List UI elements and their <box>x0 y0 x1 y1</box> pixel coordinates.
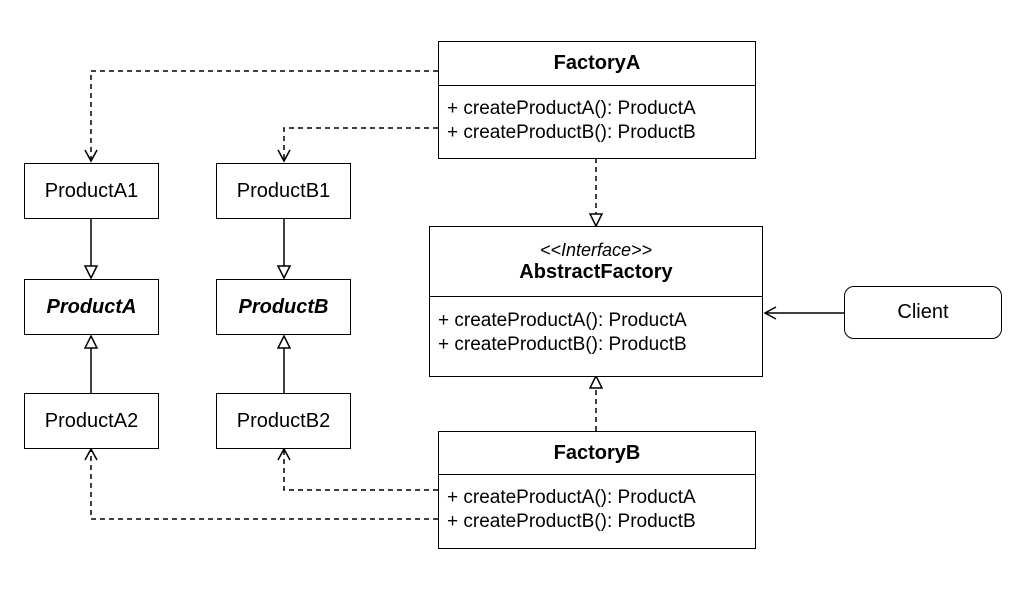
hollow-triangle-icon <box>588 374 604 389</box>
product-b2-label: ProductB2 <box>236 409 331 432</box>
dependency-factoryb-productb2 <box>283 450 438 491</box>
dependency-factorya-productb1 <box>283 127 438 160</box>
operation: + createProductA(): ProductA <box>438 310 687 331</box>
abstract-factory-header: <<Interface>> AbstractFactory <box>430 227 762 297</box>
client-label: Client <box>897 301 949 323</box>
open-arrowhead-icon <box>84 149 98 163</box>
client-node: Client <box>844 286 1002 339</box>
operation: + createProductA(): ProductA <box>447 487 696 508</box>
operation: + createProductA(): ProductA <box>447 98 696 119</box>
product-a2-class: ProductA2 <box>24 393 159 449</box>
product-b-abstract-class: ProductB <box>216 279 351 335</box>
dependency-factorya-producta1 <box>90 70 438 160</box>
abstract-factory-operations: + createProductA(): ProductA + createPro… <box>430 297 762 376</box>
product-a-abstract-class: ProductA <box>24 279 159 335</box>
open-arrowhead-icon <box>277 447 291 461</box>
product-a2-label: ProductA2 <box>44 409 139 432</box>
product-b1-class: ProductB1 <box>216 163 351 219</box>
product-b1-label: ProductB1 <box>236 179 331 202</box>
operation: + createProductB(): ProductB <box>438 334 687 355</box>
open-arrowhead-icon <box>763 306 777 320</box>
factory-b-class: FactoryB + createProductA(): ProductA + … <box>438 431 756 549</box>
open-arrowhead-icon <box>277 149 291 163</box>
interface-stereotype: <<Interface>> <box>539 239 653 260</box>
hollow-triangle-icon <box>276 265 292 280</box>
open-arrowhead-icon <box>84 447 98 461</box>
hollow-triangle-icon <box>83 265 99 280</box>
product-b2-class: ProductB2 <box>216 393 351 449</box>
operation: + createProductB(): ProductB <box>447 511 696 532</box>
operation: + createProductB(): ProductB <box>447 122 696 143</box>
abstract-factory-interface: <<Interface>> AbstractFactory + createPr… <box>429 226 763 377</box>
abstract-factory-name: AbstractFactory <box>519 260 673 283</box>
factory-b-name: FactoryB <box>553 441 641 464</box>
factory-b-header: FactoryB <box>439 432 755 475</box>
product-b-label: ProductB <box>238 295 329 318</box>
hollow-triangle-icon <box>276 334 292 349</box>
factory-a-header: FactoryA <box>439 42 755 86</box>
factory-b-operations: + createProductA(): ProductA + createPro… <box>439 475 755 548</box>
dependency-factoryb-producta2 <box>90 450 438 520</box>
factory-a-class: FactoryA + createProductA(): ProductA + … <box>438 41 756 159</box>
factory-a-name: FactoryA <box>553 52 641 74</box>
factory-a-operations: + createProductA(): ProductA + createPro… <box>439 86 755 158</box>
product-a1-class: ProductA1 <box>24 163 159 219</box>
hollow-triangle-icon <box>588 213 604 228</box>
product-a1-label: ProductA1 <box>44 179 139 202</box>
product-a-label: ProductA <box>46 295 137 318</box>
hollow-triangle-icon <box>83 334 99 349</box>
